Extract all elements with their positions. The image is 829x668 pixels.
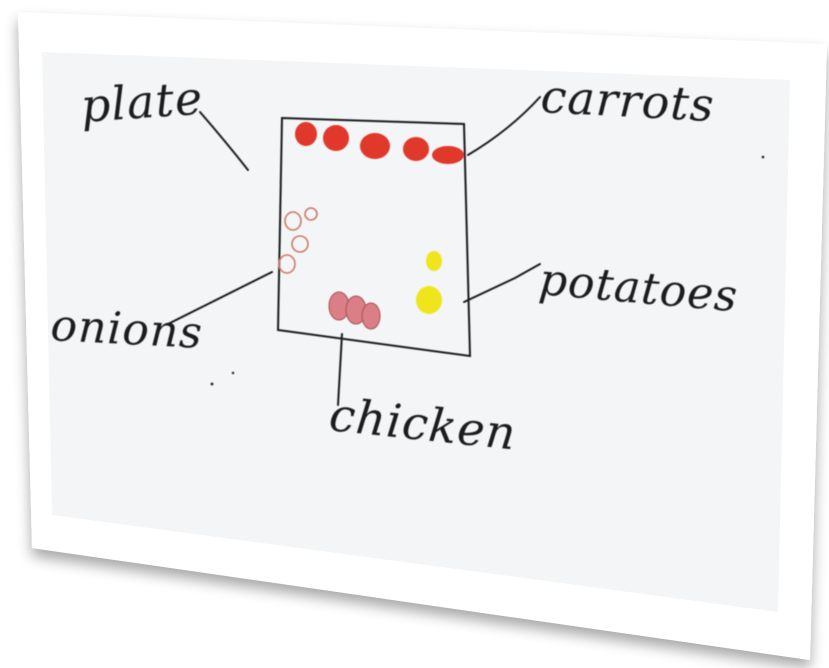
onions-scribble <box>278 207 318 274</box>
label-onions: onions <box>49 300 204 359</box>
carrots-pointer <box>467 96 541 156</box>
carrot-mark <box>360 133 390 159</box>
speck <box>761 155 765 159</box>
pointer-lines <box>167 96 541 406</box>
onion-mark <box>304 207 318 221</box>
speck <box>231 371 235 375</box>
potatoes-pointer <box>463 263 541 303</box>
paper-surface <box>42 52 790 612</box>
carrots-scribble <box>295 122 464 164</box>
chicken-mark <box>361 302 381 330</box>
onion-mark <box>284 211 302 231</box>
plate-pointer <box>199 111 249 171</box>
carrot-mark <box>295 122 317 146</box>
onion-mark <box>278 254 296 274</box>
label-plate: plate <box>79 71 205 133</box>
potatoes-scribble <box>416 251 442 314</box>
label-carrots: carrots <box>539 69 716 132</box>
carrot-mark <box>403 137 429 161</box>
potato-mark <box>416 286 442 314</box>
speck <box>210 382 214 386</box>
chicken-pointer <box>337 333 343 406</box>
onion-mark <box>291 235 309 253</box>
carrot-mark <box>323 125 349 151</box>
potato-mark <box>426 251 442 271</box>
carrot-mark <box>432 146 464 164</box>
chicken-scribble <box>328 291 381 330</box>
onions-pointer <box>167 271 273 325</box>
